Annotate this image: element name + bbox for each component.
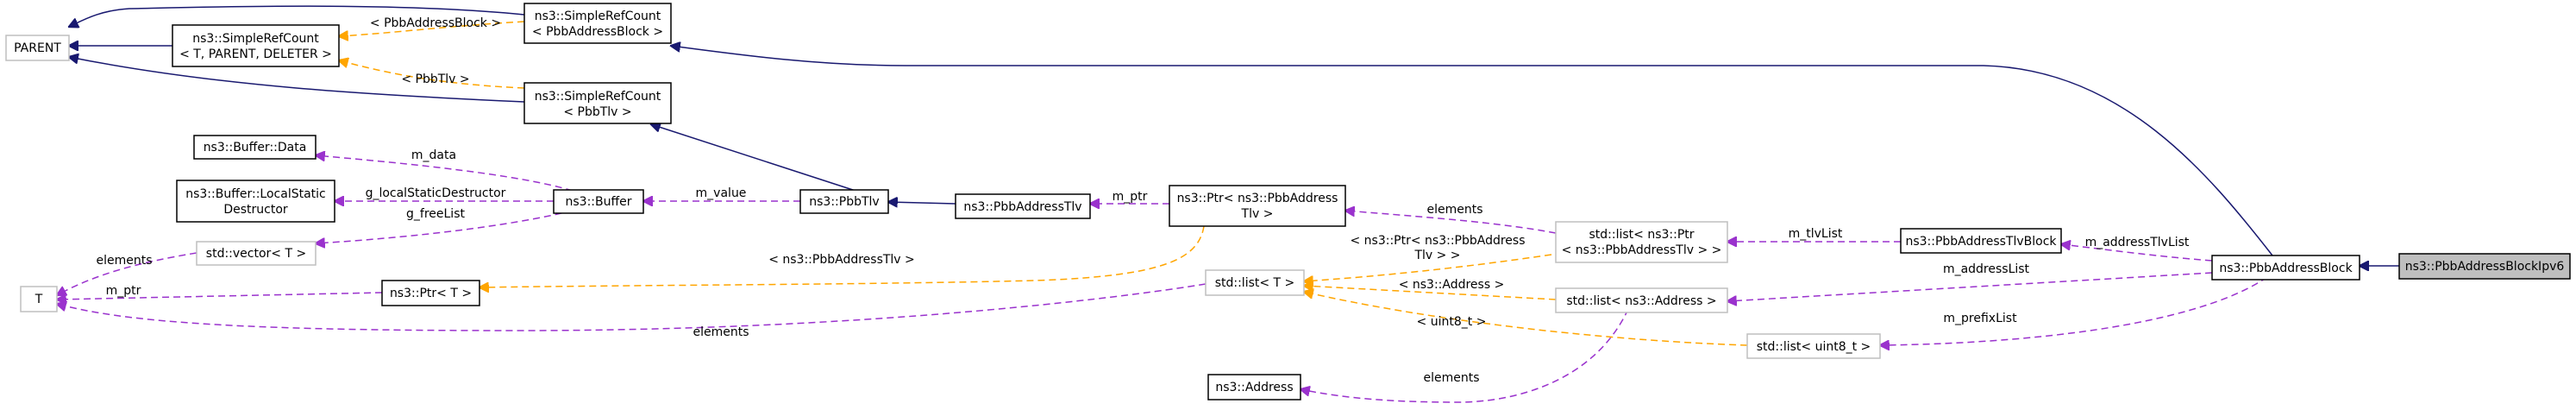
edge-pbb-tlv-to-simple-ref-count-pbb-tlv	[651, 124, 856, 192]
node-t[interactable]: T	[20, 286, 58, 312]
edge-label-elements-list: elements	[693, 325, 749, 339]
edge-pbb-address-block-to-list-address	[1727, 272, 2213, 301]
edge-label-m-ptr-address-tlv: m_ptr	[1113, 190, 1148, 204]
node-simple-ref-count-pbb-address-block[interactable]: ns3::SimpleRefCount < PbbAddressBlock >	[523, 3, 672, 44]
edge-list-address-to-address	[1301, 308, 1629, 403]
edge-label-m-value: m_value	[696, 186, 747, 200]
node-list-ptr-pbb-address-tlv[interactable]: std::list< ns3::Ptr < ns3::PbbAddressTlv…	[1555, 221, 1728, 263]
node-buffer-local-static-destructor[interactable]: ns3::Buffer::LocalStatic Destructor	[176, 180, 335, 223]
edge-simple-ref-count-pbb-tlv-to-parent	[69, 57, 525, 103]
node-vector-t[interactable]: std::vector< T >	[196, 241, 317, 266]
node-simple-ref-count-generic[interactable]: ns3::SimpleRefCount < T, PARENT, DELETER…	[172, 24, 340, 67]
node-buffer-data-label: ns3::Buffer::Data	[204, 141, 307, 155]
node-address[interactable]: ns3::Address	[1207, 374, 1301, 401]
edge-label-ptr-list-tmpl-2: Tlv > >	[1413, 249, 1460, 262]
edge-label-uint8-tmpl: < uint8_t >	[1417, 315, 1487, 329]
edge-labels: < PbbAddressBlock > < PbbTlv > m_data g_…	[96, 16, 2189, 385]
edge-pbb-address-tlv-to-pbb-tlv	[888, 202, 956, 204]
edge-label-ptr-tmpl: < ns3::PbbAddressTlv >	[768, 253, 915, 267]
edge-label-free-list: g_freeList	[406, 207, 465, 221]
edge-label-m-ptr-t: m_ptr	[106, 284, 141, 298]
edge-label-local-static-destructor: g_localStaticDestructor	[366, 186, 506, 200]
edge-pbb-address-block-to-list-uint8	[1880, 276, 2268, 345]
node-list-address[interactable]: std::list< ns3::Address >	[1555, 287, 1728, 313]
node-pbb-tlv[interactable]: ns3::PbbTlv	[799, 189, 889, 214]
node-ptr-t-label: ns3::Ptr< T >	[390, 287, 472, 300]
node-ptr-pbb-address-tlv-line-2: Tlv >	[1241, 207, 1274, 221]
edge-buffer-to-vector	[316, 210, 573, 243]
edge-label-address-tmpl: < ns3::Address >	[1399, 278, 1505, 292]
node-pbb-address-tlv-label: ns3::PbbAddressTlv	[963, 200, 1081, 214]
node-buffer[interactable]: ns3::Buffer	[553, 189, 644, 214]
edge-label-m-address-list: m_addressList	[1943, 262, 2030, 276]
node-parent[interactable]: PARENT	[5, 35, 70, 61]
node-simple-ref-count-pbb-tlv[interactable]: ns3::SimpleRefCount < PbbTlv >	[523, 82, 672, 124]
node-buffer-local-static-destructor-line-2: Destructor	[223, 203, 288, 217]
edge-label-m-address-tlv-list: m_addressTlvList	[2085, 236, 2190, 249]
node-t-label: T	[34, 293, 43, 306]
node-list-uint8[interactable]: std::list< uint8_t >	[1746, 333, 1881, 359]
node-pbb-address-block-label: ns3::PbbAddressBlock	[2219, 262, 2353, 275]
node-simple-ref-count-generic-line-2: < T, PARENT, DELETER >	[179, 47, 332, 61]
edge-buffer-to-buffer-data	[316, 155, 573, 192]
edge-simple-ref-count-pbb-address-block-to-parent	[69, 5, 525, 27]
edge-list-ptr-to-ptr-pbb-address-tlv	[1345, 211, 1557, 234]
node-buffer-local-static-destructor-line-1: ns3::Buffer::LocalStatic	[185, 187, 326, 201]
edges	[57, 5, 2399, 403]
node-buffer-label: ns3::Buffer	[566, 195, 632, 209]
node-simple-ref-count-pbb-tlv-line-1: ns3::SimpleRefCount	[535, 90, 661, 104]
node-ptr-pbb-address-tlv-line-1: ns3::Ptr< ns3::PbbAddress	[1177, 192, 1338, 205]
node-buffer-data[interactable]: ns3::Buffer::Data	[193, 135, 317, 160]
node-pbb-address-block-ipv6[interactable]: ns3::PbbAddressBlockIpv6	[2398, 253, 2571, 280]
node-list-ptr-pbb-address-tlv-line-2: < ns3::PbbAddressTlv > >	[1562, 243, 1722, 257]
node-simple-ref-count-pbb-address-block-line-1: ns3::SimpleRefCount	[535, 9, 661, 23]
edge-label-elements-t: elements	[96, 254, 152, 268]
edge-label-pbb-address-block: < PbbAddressBlock >	[370, 16, 501, 30]
edge-pbb-address-block-to-simple-ref-count-pbb-address-block	[671, 46, 2273, 256]
node-pbb-address-tlv-block-label: ns3::PbbAddressTlvBlock	[1905, 235, 2057, 249]
edge-label-pbb-tlv: < PbbTlv >	[401, 73, 469, 86]
node-ptr-t[interactable]: ns3::Ptr< T >	[381, 280, 480, 306]
node-parent-label: PARENT	[14, 41, 61, 55]
node-list-uint8-label: std::list< uint8_t >	[1757, 340, 1871, 354]
node-list-ptr-pbb-address-tlv-line-1: std::list< ns3::Ptr	[1589, 228, 1694, 242]
node-pbb-address-block[interactable]: ns3::PbbAddressBlock	[2211, 255, 2360, 281]
edge-sr-pbb-tlv-to-sr-generic	[339, 60, 525, 89]
edge-label-m-tlv-list: m_tlvList	[1789, 227, 1843, 241]
edge-label-elements-tlv: elements	[1426, 203, 1482, 217]
edge-vector-to-t	[57, 252, 197, 295]
node-pbb-address-tlv-block[interactable]: ns3::PbbAddressTlvBlock	[1900, 228, 2062, 254]
edge-label-m-prefix-list: m_prefixList	[1943, 312, 2017, 325]
node-vector-t-label: std::vector< T >	[206, 247, 306, 261]
edge-ptr-t-to-t	[57, 292, 383, 300]
edge-ptr-pbb-address-tlv-to-ptr-t	[479, 225, 1205, 287]
edge-sr-pbb-address-block-to-sr-generic	[339, 21, 525, 36]
edge-label-m-data: m_data	[411, 148, 456, 162]
node-address-label: ns3::Address	[1215, 381, 1293, 394]
node-list-t-label: std::list< T >	[1215, 276, 1295, 290]
node-pbb-tlv-label: ns3::PbbTlv	[809, 195, 879, 209]
node-pbb-address-tlv[interactable]: ns3::PbbAddressTlv	[955, 193, 1091, 219]
edge-list-address-to-list-t	[1304, 286, 1557, 300]
node-simple-ref-count-pbb-address-block-line-2: < PbbAddressBlock >	[532, 25, 663, 39]
node-simple-ref-count-pbb-tlv-line-2: < PbbTlv >	[563, 105, 631, 119]
edge-label-ptr-list-tmpl-1: < ns3::Ptr< ns3::PbbAddress	[1350, 234, 1525, 248]
node-list-address-label: std::list< ns3::Address >	[1566, 294, 1716, 308]
node-pbb-address-block-ipv6-label: ns3::PbbAddressBlockIpv6	[2405, 260, 2565, 274]
edge-list-t-to-t	[57, 283, 1207, 331]
node-list-t[interactable]: std::list< T >	[1205, 269, 1305, 296]
edge-list-uint8-to-list-t	[1304, 292, 1748, 346]
edge-list-ptr-to-list-t	[1304, 252, 1564, 281]
node-simple-ref-count-generic-line-1: ns3::SimpleRefCount	[192, 32, 319, 46]
edge-label-elements-address: elements	[1423, 371, 1479, 385]
nodes: PARENT ns3::SimpleRefCount < T, PARENT, …	[5, 3, 2571, 401]
node-ptr-pbb-address-tlv[interactable]: ns3::Ptr< ns3::PbbAddress Tlv >	[1169, 185, 1346, 227]
